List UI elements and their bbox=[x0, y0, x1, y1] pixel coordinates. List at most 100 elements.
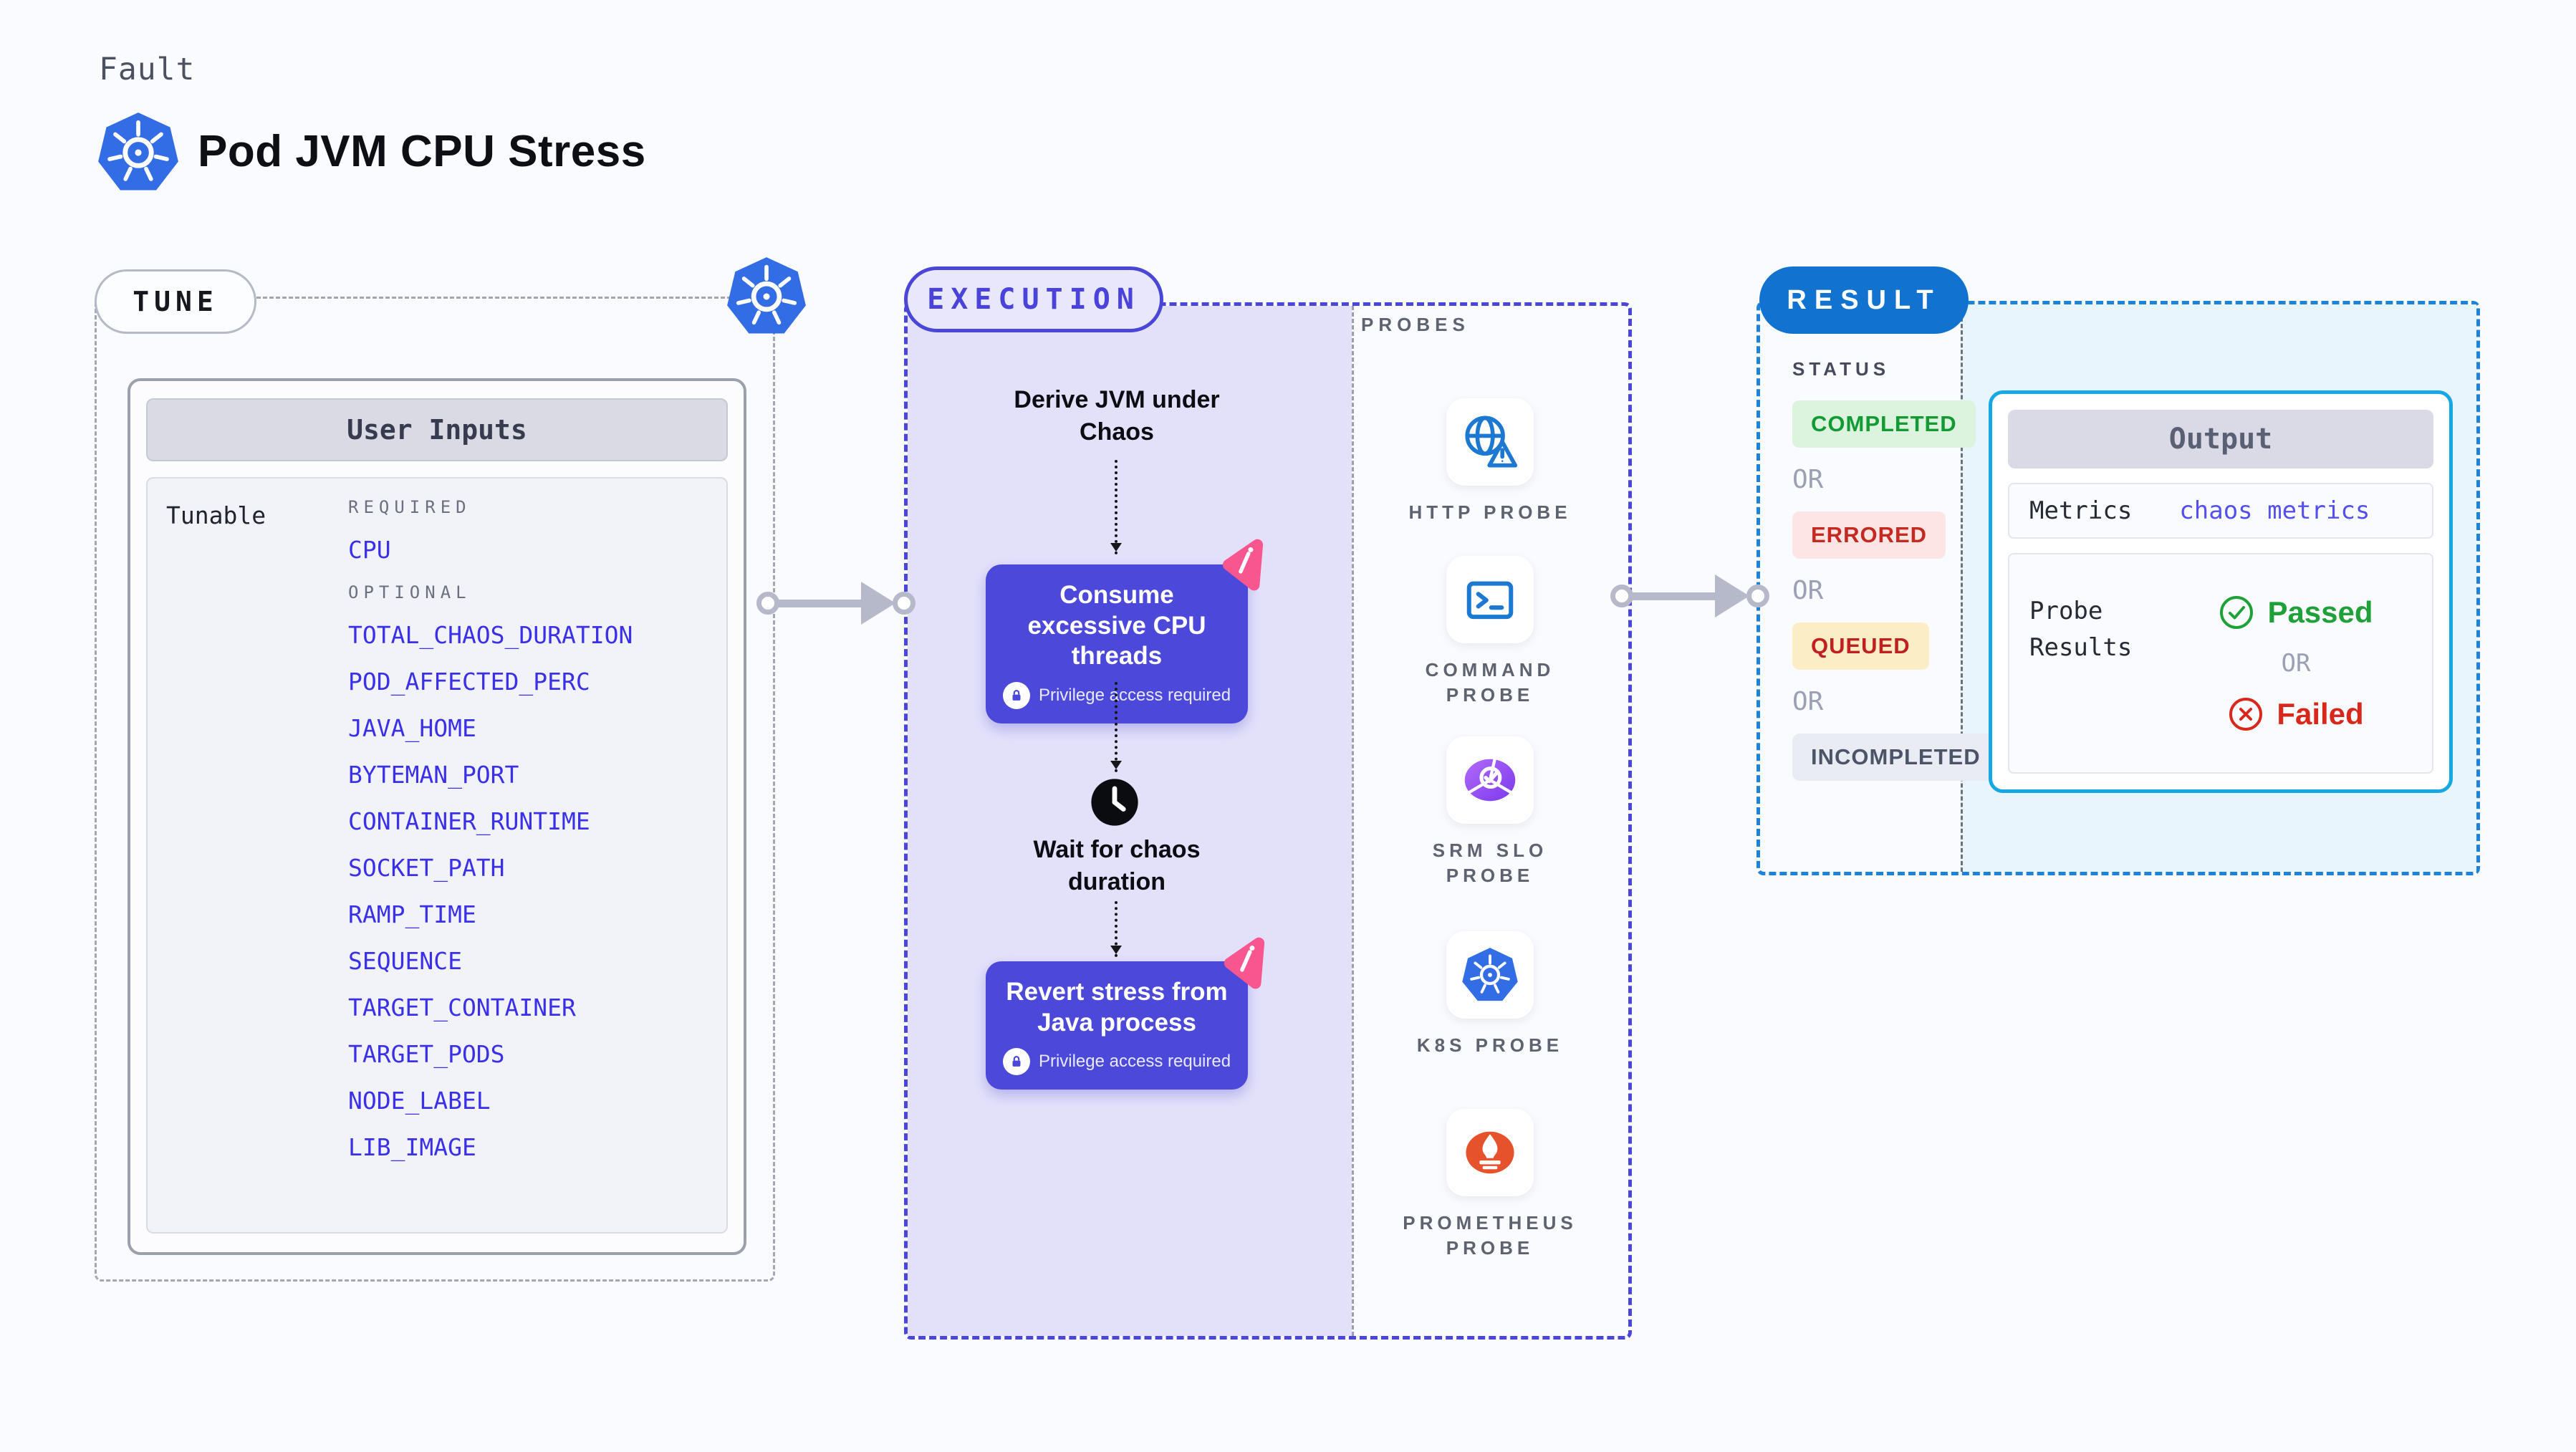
env-var-link[interactable]: JAVA_HOME bbox=[348, 714, 476, 742]
probes-heading: PROBES bbox=[1361, 314, 1470, 335]
user-inputs-card: User Inputs Tunable REQUIRED CPU OPTIONA… bbox=[128, 378, 746, 1255]
prometheus-icon bbox=[1446, 1109, 1534, 1196]
http-probe: HTTP PROBE bbox=[1395, 398, 1585, 525]
connector-dot bbox=[1610, 585, 1633, 607]
status-column: STATUS COMPLETED OR ERRORED OR QUEUED OR… bbox=[1792, 358, 1999, 781]
probe-label: SRM SLO PROBE bbox=[1432, 840, 1548, 887]
probe-label: PROMETHEUS PROBE bbox=[1403, 1212, 1577, 1259]
lock-icon bbox=[1002, 682, 1030, 710]
status-badge: QUEUED bbox=[1792, 622, 1929, 670]
flow-arrow-down-icon bbox=[1110, 460, 1122, 554]
terminal-icon bbox=[1446, 556, 1534, 643]
revert-step-label: Revert stress from Java process bbox=[1006, 978, 1228, 1037]
probe-results-row: Probe Results Passed OR Failed bbox=[2008, 553, 2433, 774]
passed-verdict: Passed bbox=[2219, 595, 2373, 630]
status-badge: INCOMPLETED bbox=[1792, 734, 1999, 781]
env-var-link[interactable]: SEQUENCE bbox=[348, 947, 462, 975]
env-var-link[interactable]: TARGET_CONTAINER bbox=[348, 994, 576, 1021]
check-circle-icon bbox=[2220, 596, 2254, 629]
passed-label: Passed bbox=[2267, 595, 2373, 629]
flow-arrow-down-icon bbox=[1110, 901, 1122, 957]
privilege-label: Privilege access required bbox=[1038, 686, 1231, 706]
env-var-link[interactable]: TARGET_PODS bbox=[348, 1040, 505, 1068]
arrowhead-icon bbox=[1715, 574, 1749, 617]
fault-eyebrow: Fault bbox=[99, 52, 196, 87]
optional-heading: OPTIONAL bbox=[348, 582, 471, 602]
or-label: OR bbox=[1792, 465, 1824, 494]
lock-icon bbox=[1002, 1048, 1030, 1076]
failed-label: Failed bbox=[2277, 697, 2364, 731]
consume-step-label: Consume excessive CPU threads bbox=[1027, 581, 1206, 670]
probe-results-values: Passed OR Failed bbox=[2180, 572, 2412, 755]
metrics-label: Metrics bbox=[2029, 496, 2133, 525]
or-label: OR bbox=[1792, 576, 1824, 605]
privilege-row: Privilege access required bbox=[999, 1048, 1235, 1076]
user-inputs-panel: Tunable REQUIRED CPU OPTIONAL TOTAL_CHAO… bbox=[146, 477, 728, 1234]
env-var-link[interactable]: LIB_IMAGE bbox=[348, 1133, 476, 1161]
result-badge: RESULT bbox=[1759, 266, 1969, 334]
chaos-badge-icon bbox=[1215, 536, 1271, 592]
status-badge: COMPLETED bbox=[1792, 400, 1976, 448]
kubernetes-icon bbox=[726, 256, 807, 340]
output-title: Output bbox=[2008, 410, 2433, 468]
metrics-value-link[interactable]: chaos metrics bbox=[2179, 496, 2370, 525]
revert-stress-step: Revert stress from Java process Privileg… bbox=[986, 961, 1248, 1090]
or-label: OR bbox=[1792, 687, 1824, 716]
required-heading: REQUIRED bbox=[348, 497, 471, 517]
clock-icon bbox=[1090, 778, 1139, 827]
globe-warning-icon bbox=[1446, 398, 1534, 486]
output-card: Output Metrics chaos metrics Probe Resul… bbox=[1989, 390, 2453, 793]
tune-badge: TUNE bbox=[95, 269, 256, 334]
env-var-link[interactable]: CONTAINER_RUNTIME bbox=[348, 807, 590, 835]
privilege-label: Privilege access required bbox=[1038, 1052, 1231, 1072]
wait-step-label: Wait for chaos duration bbox=[1033, 836, 1201, 895]
env-var-link[interactable]: NODE_LABEL bbox=[348, 1087, 491, 1115]
connector-dot bbox=[756, 592, 779, 615]
kubernetes-icon bbox=[1446, 931, 1534, 1019]
status-badge: ERRORED bbox=[1792, 511, 1946, 559]
tunable-label: Tunable bbox=[166, 501, 266, 529]
execution-flow-area bbox=[908, 306, 1352, 1336]
probe-label: HTTP PROBE bbox=[1408, 501, 1572, 523]
connector-dot bbox=[1746, 585, 1769, 607]
status-list: COMPLETED OR ERRORED OR QUEUED OR INCOMP… bbox=[1792, 400, 1999, 781]
slo-donut-icon bbox=[1446, 736, 1534, 824]
env-var-link[interactable]: POD_AFFECTED_PERC bbox=[348, 668, 590, 696]
probe-results-label: Probe Results bbox=[2029, 597, 2133, 662]
env-var-link[interactable]: RAMP_TIME bbox=[348, 900, 476, 928]
execution-badge: EXECUTION bbox=[904, 266, 1163, 332]
connector-line bbox=[777, 599, 863, 607]
failed-verdict: Failed bbox=[2228, 696, 2364, 732]
env-var-column: REQUIRED CPU OPTIONAL TOTAL_CHAOS_DURATI… bbox=[348, 497, 633, 1161]
k8s-probe: K8S PROBE bbox=[1395, 931, 1585, 1058]
privilege-row: Privilege access required bbox=[999, 682, 1235, 710]
tune-to-execution-arrow bbox=[756, 582, 915, 625]
page-title: Pod JVM CPU Stress bbox=[198, 127, 646, 176]
connector-dot bbox=[893, 592, 915, 615]
env-var-link[interactable]: CPU bbox=[348, 536, 391, 564]
consume-cpu-step: Consume excessive CPU threads Privilege … bbox=[986, 564, 1248, 724]
connector-line bbox=[1631, 592, 1717, 600]
env-var-link[interactable]: TOTAL_CHAOS_DURATION bbox=[348, 621, 633, 649]
execution-to-result-arrow bbox=[1610, 574, 1769, 617]
chaos-badge-icon bbox=[1216, 934, 1272, 990]
prometheus-probe: PROMETHEUS PROBE bbox=[1395, 1109, 1585, 1261]
env-var-link[interactable]: BYTEMAN_PORT bbox=[348, 761, 519, 789]
or-label: OR bbox=[2281, 649, 2311, 678]
user-inputs-title: User Inputs bbox=[146, 398, 728, 461]
kubernetes-icon bbox=[97, 112, 179, 196]
status-output-divider bbox=[1961, 304, 1963, 872]
arrowhead-icon bbox=[861, 582, 895, 625]
probe-label: K8S PROBE bbox=[1416, 1034, 1564, 1056]
execution-section-outline bbox=[904, 302, 1632, 1340]
x-circle-icon bbox=[2229, 698, 2263, 731]
flow-arrow-down-icon bbox=[1110, 682, 1122, 772]
status-heading: STATUS bbox=[1792, 358, 1890, 380]
env-var-link[interactable]: SOCKET_PATH bbox=[348, 854, 505, 882]
optional-env-list: TOTAL_CHAOS_DURATION POD_AFFECTED_PERC J… bbox=[348, 621, 633, 1161]
tune-section-outline bbox=[95, 297, 775, 1282]
command-probe: COMMAND PROBE bbox=[1395, 556, 1585, 708]
derive-step-label: Derive JVM under Chaos bbox=[1014, 386, 1220, 446]
metrics-row: Metrics chaos metrics bbox=[2008, 483, 2433, 539]
